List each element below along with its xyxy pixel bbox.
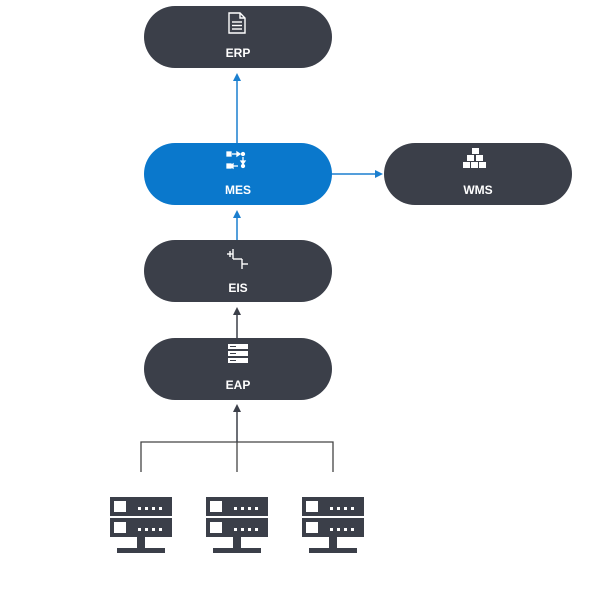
mes-label: MES xyxy=(225,183,251,197)
server-device-icon xyxy=(302,497,364,553)
erp-node[interactable]: ERP xyxy=(144,6,332,68)
eap-node[interactable]: EAP xyxy=(144,338,332,400)
wms-label: WMS xyxy=(463,183,492,197)
device-1[interactable] xyxy=(110,497,172,553)
server-rack-icon xyxy=(228,344,248,363)
workflow-icon xyxy=(226,150,247,170)
device-3[interactable] xyxy=(302,497,364,553)
document-icon xyxy=(228,12,246,34)
eis-label: EIS xyxy=(228,281,247,295)
eap-label: EAP xyxy=(226,378,251,392)
wms-node[interactable]: WMS xyxy=(384,143,572,205)
device-2[interactable] xyxy=(206,497,268,553)
integration-icon xyxy=(227,249,248,269)
mes-node[interactable]: MES xyxy=(144,143,332,205)
erp-label: ERP xyxy=(226,46,251,60)
server-device-icon xyxy=(206,497,268,553)
devices-to-eap-connector xyxy=(140,404,334,472)
server-device-icon xyxy=(110,497,172,553)
boxes-icon xyxy=(463,148,486,168)
eis-node[interactable]: EIS xyxy=(144,240,332,302)
